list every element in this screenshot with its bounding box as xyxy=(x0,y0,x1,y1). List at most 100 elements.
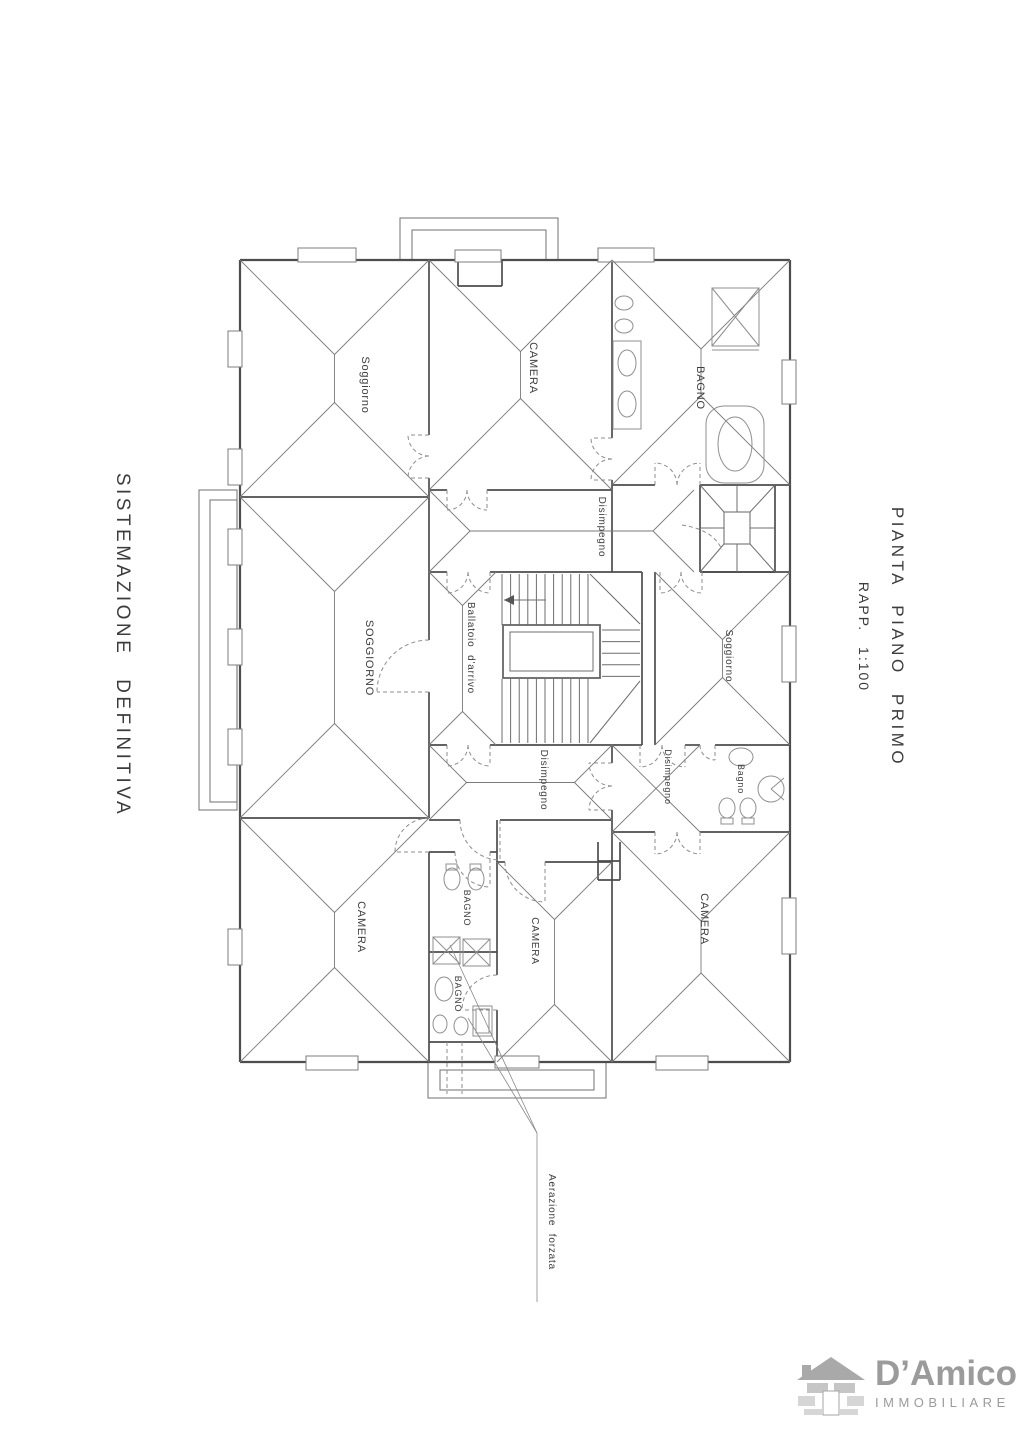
hip xyxy=(722,571,791,640)
window xyxy=(227,330,243,368)
door-swing xyxy=(654,462,678,486)
hip xyxy=(239,723,335,819)
hip xyxy=(428,259,521,352)
winder-core xyxy=(723,511,751,545)
door-swing xyxy=(639,744,663,768)
winder-step xyxy=(749,543,776,573)
window xyxy=(227,728,243,766)
sink xyxy=(728,747,754,767)
room-label-disimpegno-lower: Disimpegno xyxy=(538,750,549,811)
hip xyxy=(611,831,702,922)
room-label-camera-bottom-middle: CAMERA xyxy=(529,917,540,965)
toilet xyxy=(443,867,461,891)
logo-text: D’Amico IMMOBILIARE xyxy=(875,1356,1017,1410)
door-swing xyxy=(459,819,501,861)
stair-break xyxy=(589,573,641,625)
hip xyxy=(239,402,335,498)
door-swing xyxy=(466,489,488,511)
hip xyxy=(462,571,497,606)
bidet xyxy=(453,1016,469,1036)
winder-path xyxy=(681,524,723,551)
window xyxy=(227,928,243,966)
door-swing xyxy=(588,785,613,811)
room-label-disimpegno-lower-right: Disimpegno xyxy=(663,749,673,805)
room-label-camera-bottom-left: CAMERA xyxy=(355,901,367,953)
brick xyxy=(804,1409,822,1415)
room-label-bagno-top-right: BAGNO xyxy=(694,366,706,410)
hip xyxy=(239,817,335,913)
room-label-camera-bottom-right: CAMERA xyxy=(698,893,710,945)
hip xyxy=(428,530,471,573)
cistern xyxy=(445,863,458,871)
room-label-bagno-bottom-lower: BAGNO xyxy=(453,976,463,1013)
hip xyxy=(334,967,430,1063)
cistern xyxy=(720,817,734,825)
leader-line xyxy=(449,944,538,1134)
hip xyxy=(520,259,613,352)
bidet xyxy=(614,318,634,334)
hip xyxy=(428,489,471,532)
hip xyxy=(334,723,430,819)
shower-glass xyxy=(462,938,491,967)
window xyxy=(781,897,797,955)
winder-step xyxy=(699,484,725,513)
hip xyxy=(428,571,463,606)
roof-shape xyxy=(797,1357,865,1380)
sink xyxy=(617,390,637,418)
room-label-bagno-mid-right: Bagno xyxy=(736,764,746,794)
shower-box xyxy=(432,936,461,965)
chimney-shape xyxy=(802,1365,811,1380)
door-swing xyxy=(661,744,686,768)
hip xyxy=(239,496,335,592)
toilet xyxy=(614,295,634,311)
winder-step xyxy=(699,543,725,573)
hip xyxy=(334,402,430,498)
bathtub-basin xyxy=(717,416,753,472)
door-swing xyxy=(446,571,469,594)
door-swing xyxy=(680,571,703,594)
room-label-camera-top-middle: CAMERA xyxy=(527,342,539,394)
hip xyxy=(700,395,791,486)
bidet xyxy=(739,797,757,819)
hip xyxy=(462,711,497,746)
shower-glass xyxy=(711,287,760,347)
door-swing xyxy=(461,974,498,1011)
window xyxy=(781,625,797,683)
hip xyxy=(428,711,463,746)
house-icon xyxy=(797,1357,865,1416)
cistern xyxy=(469,863,482,871)
hip xyxy=(554,1004,613,1063)
hip xyxy=(239,259,335,355)
brick xyxy=(847,1396,864,1406)
hip xyxy=(520,398,613,491)
door-swing xyxy=(446,489,468,511)
window xyxy=(655,1055,709,1071)
door-swing xyxy=(590,437,613,460)
window xyxy=(227,528,243,566)
hip xyxy=(428,398,521,491)
window xyxy=(781,359,797,405)
stair-direction-arrow xyxy=(504,595,514,605)
door-swing xyxy=(504,861,546,903)
hip xyxy=(654,677,723,746)
shower-box xyxy=(472,1005,493,1037)
door-shape xyxy=(822,1390,840,1416)
window xyxy=(227,628,243,666)
hip xyxy=(652,489,695,532)
window xyxy=(305,1055,359,1071)
shower-box xyxy=(711,287,760,347)
brick xyxy=(840,1409,858,1415)
window xyxy=(494,1055,540,1069)
door-swing xyxy=(659,571,682,594)
window xyxy=(597,247,655,263)
hip xyxy=(428,782,467,821)
bathtub xyxy=(705,405,765,484)
hip xyxy=(334,496,430,592)
stair-well xyxy=(502,624,601,679)
hip xyxy=(652,530,695,573)
hip xyxy=(654,571,723,640)
door-swing xyxy=(467,571,491,594)
room-label-soggiorno-main: SOGGIORNO xyxy=(363,620,375,696)
bidet xyxy=(467,867,485,891)
hip xyxy=(611,972,702,1063)
